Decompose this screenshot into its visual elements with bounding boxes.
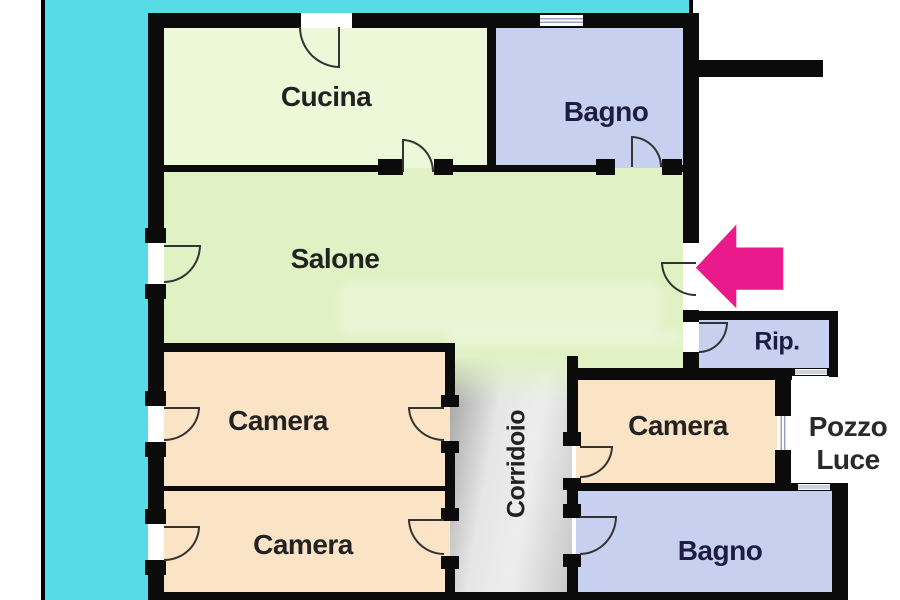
jamb [145,391,166,406]
window-bagno-top [540,15,583,26]
label-cucina: Cucina [280,81,372,112]
jamb [378,159,403,175]
door-gap-cucina-top [301,13,352,28]
door-gap-camera-bottom-left [148,524,164,560]
label-camera-mid: Camera [228,405,328,436]
wall-corridoio-right-a [567,356,578,434]
jamb [441,556,459,569]
label-pozzo-luce: Pozzo Luce [808,410,888,476]
wall-corridoio-right-c [567,565,578,592]
watermark-band [445,330,685,346]
wall-corridoio-right-b [567,478,578,508]
room-camera-right [576,372,781,488]
window-camera-right [777,416,789,450]
door-gap-salone-left [148,243,164,284]
wall-camera-divider [163,486,447,491]
label-camera-bottom: Camera [253,529,353,560]
room-camera-mid [155,348,453,490]
wall-stub-top-right [698,60,823,77]
room-salone [155,168,690,373]
jamb [145,228,166,243]
jamb [441,508,459,521]
jamb [145,442,166,457]
wall-camera-right-top [567,368,792,380]
jamb [145,284,166,299]
window-bagno-bottom [798,484,830,490]
teal-band-left [45,0,148,600]
wall-bagno-bottom-top [567,483,838,491]
jamb [662,159,682,175]
label-pozzo-luce-line1: Pozzo [808,411,888,442]
photo-frame-line [41,0,45,600]
label-bagno-top: Bagno [563,96,649,127]
jamb [434,159,453,175]
label-salone: Salone [290,243,380,274]
jamb [441,395,459,407]
wall-corridoio-left-b [445,450,455,510]
wall-camera-right-side-b [775,450,791,490]
room-bagno-top [490,20,690,170]
label-camera-right: Camera [628,410,728,441]
wall-bagno-salone [678,165,686,172]
window-rip-bottom [795,369,827,375]
wall-rip-right [829,311,838,377]
teal-band-top [148,0,693,14]
wall-bagno-bottom-right [832,483,848,594]
entrance-arrow-icon [695,224,784,309]
wall-cucina-salone-b [452,165,598,172]
wall-corridoio-left-c [445,566,455,592]
corridoio-green-fade [450,356,572,404]
room-bagno-bottom [576,487,838,597]
wall-salone-camera [148,343,455,352]
label-corridoio: Corridoio [502,410,531,518]
wall-right [683,13,699,375]
door-gap-camera-mid-left [148,406,164,442]
teal-band-edge-line [689,0,693,15]
jamb [563,432,581,446]
wall-cucina-salone-a [163,165,378,172]
jamb [145,509,166,524]
wall-camera-right-side-a [775,368,791,416]
room-camera-bottom [155,488,453,596]
jamb [563,504,581,518]
wall-bottom [148,592,848,600]
jamb [563,554,581,567]
wall-cucina-bagno [487,24,496,167]
jamb [596,159,615,175]
door-gap-rip [683,322,699,352]
watermark [340,283,660,335]
label-rip: Rip. [754,327,800,356]
label-pozzo-luce-line2: Luce [816,444,880,475]
jamb [441,441,459,453]
wall-top [148,13,698,28]
label-bagno-bottom: Bagno [677,535,763,566]
wall-rip-top [693,311,838,320]
jamb [145,560,166,575]
wall-corridoio-left-a [445,343,455,398]
